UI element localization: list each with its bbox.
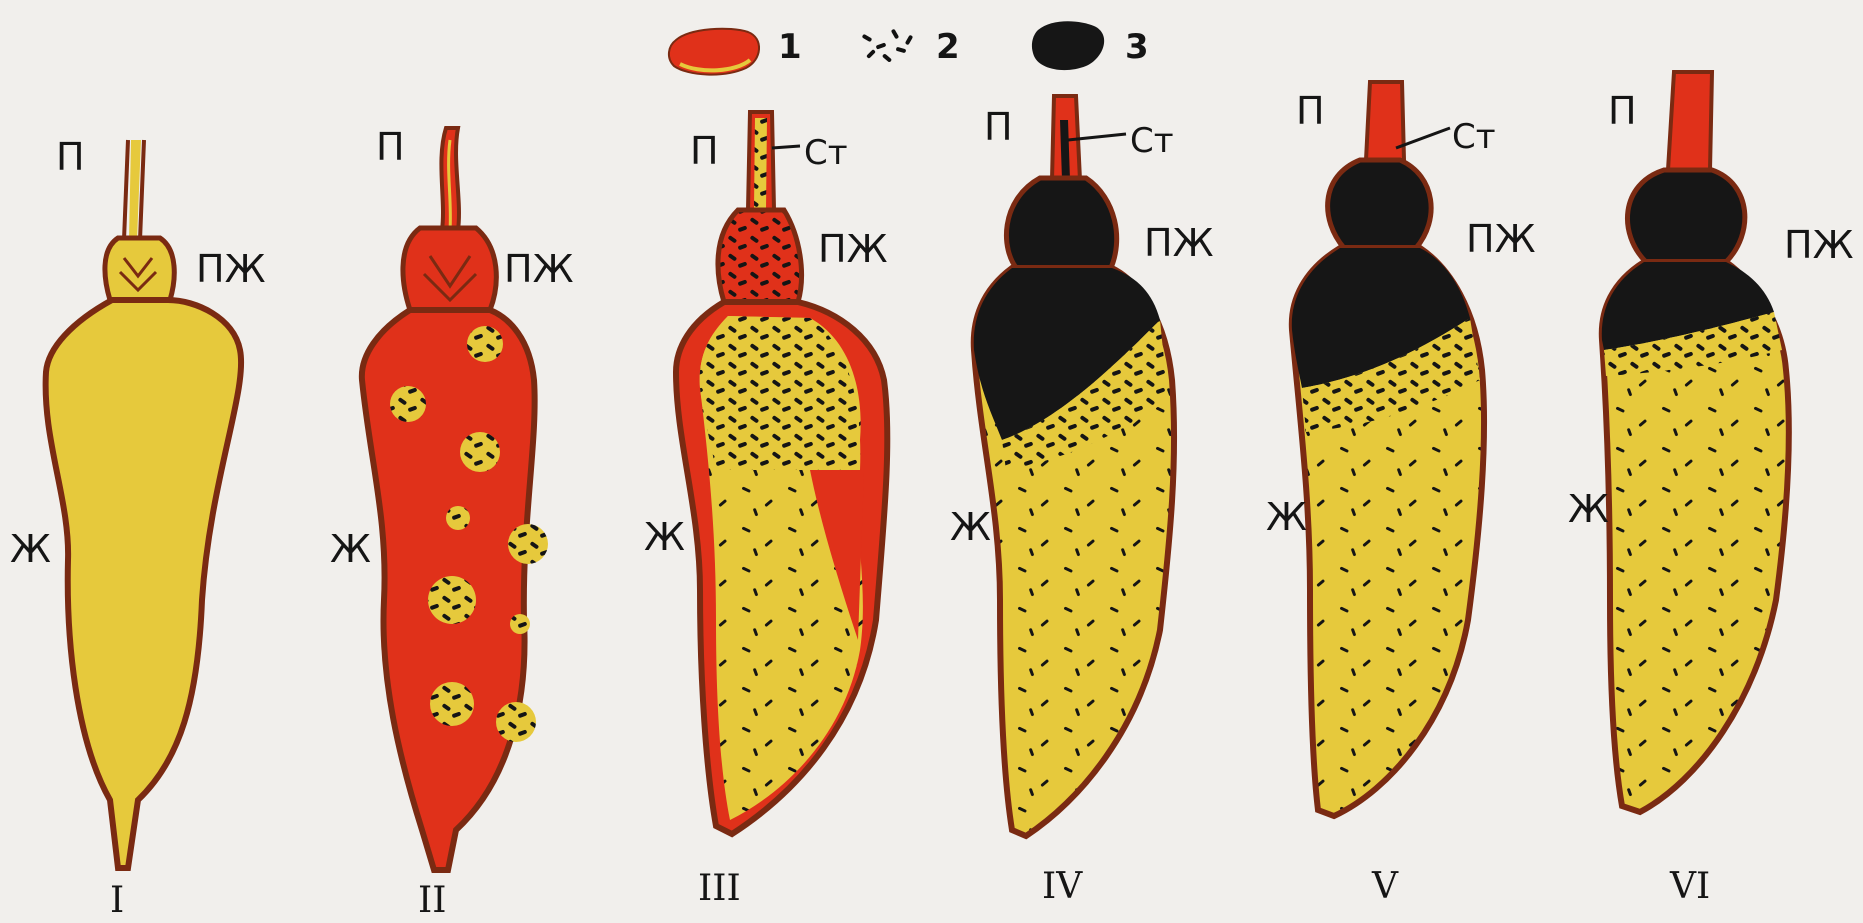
stage-5: П Ст ПЖ Ж V <box>1266 82 1536 907</box>
stage-numeral: II <box>418 880 446 921</box>
stage-3: П Ст ПЖ Ж III <box>644 112 888 909</box>
stage-6: П ПЖ Ж VI <box>1568 72 1854 907</box>
label-proventriculus: ПЖ <box>818 227 888 271</box>
label-esophagus: П <box>1608 89 1637 133</box>
label-stylet: Ст <box>804 133 848 173</box>
label-stomach: Ж <box>950 505 991 549</box>
proventriculus <box>1006 178 1116 270</box>
legend-number: 3 <box>1125 27 1149 67</box>
label-stylet: Ст <box>1452 117 1496 157</box>
legend-item-1: 1 <box>669 27 802 75</box>
stomach <box>46 300 241 868</box>
label-proventriculus: ПЖ <box>196 247 266 291</box>
label-esophagus: П <box>376 125 405 169</box>
legend-item-3: 3 <box>1032 21 1149 70</box>
stage-numeral: I <box>110 880 124 921</box>
stylet-pointer <box>772 146 800 148</box>
label-esophagus: П <box>690 129 719 173</box>
legend: 1 2 3 <box>669 21 1149 74</box>
stage-1: П ПЖ Ж I <box>10 135 266 921</box>
label-proventriculus: ПЖ <box>1466 217 1536 261</box>
legend-item-2: 2 <box>862 27 960 67</box>
label-proventriculus: ПЖ <box>1784 223 1854 267</box>
stage-numeral: V <box>1371 866 1399 907</box>
label-stomach: Ж <box>10 527 51 571</box>
label-esophagus: П <box>1296 89 1325 133</box>
label-esophagus: П <box>984 105 1013 149</box>
label-stomach: Ж <box>330 527 371 571</box>
proventriculus <box>718 210 802 302</box>
label-esophagus: П <box>56 135 85 179</box>
legend-number: 2 <box>936 27 960 67</box>
stage-numeral: IV <box>1042 866 1083 907</box>
red-blood-meal-icon <box>669 29 759 75</box>
label-stomach: Ж <box>1568 487 1609 531</box>
rod-particles-icon <box>862 29 914 63</box>
stage-numeral: III <box>698 868 741 909</box>
label-proventriculus: ПЖ <box>1144 221 1214 265</box>
legend-number: 1 <box>778 27 802 67</box>
stage-4: П Ст ПЖ Ж IV <box>950 96 1214 907</box>
label-stylet: Ст <box>1130 121 1174 161</box>
label-stomach: Ж <box>1266 495 1307 539</box>
proventriculus <box>105 238 174 300</box>
label-stomach: Ж <box>644 515 685 559</box>
black-mass-icon <box>1032 21 1104 70</box>
proventriculus <box>1627 170 1744 262</box>
stage-2: П ПЖ Ж II <box>330 125 574 921</box>
proventriculus <box>1328 160 1432 248</box>
label-proventriculus: ПЖ <box>504 247 574 291</box>
stage-numeral: VI <box>1669 866 1710 907</box>
